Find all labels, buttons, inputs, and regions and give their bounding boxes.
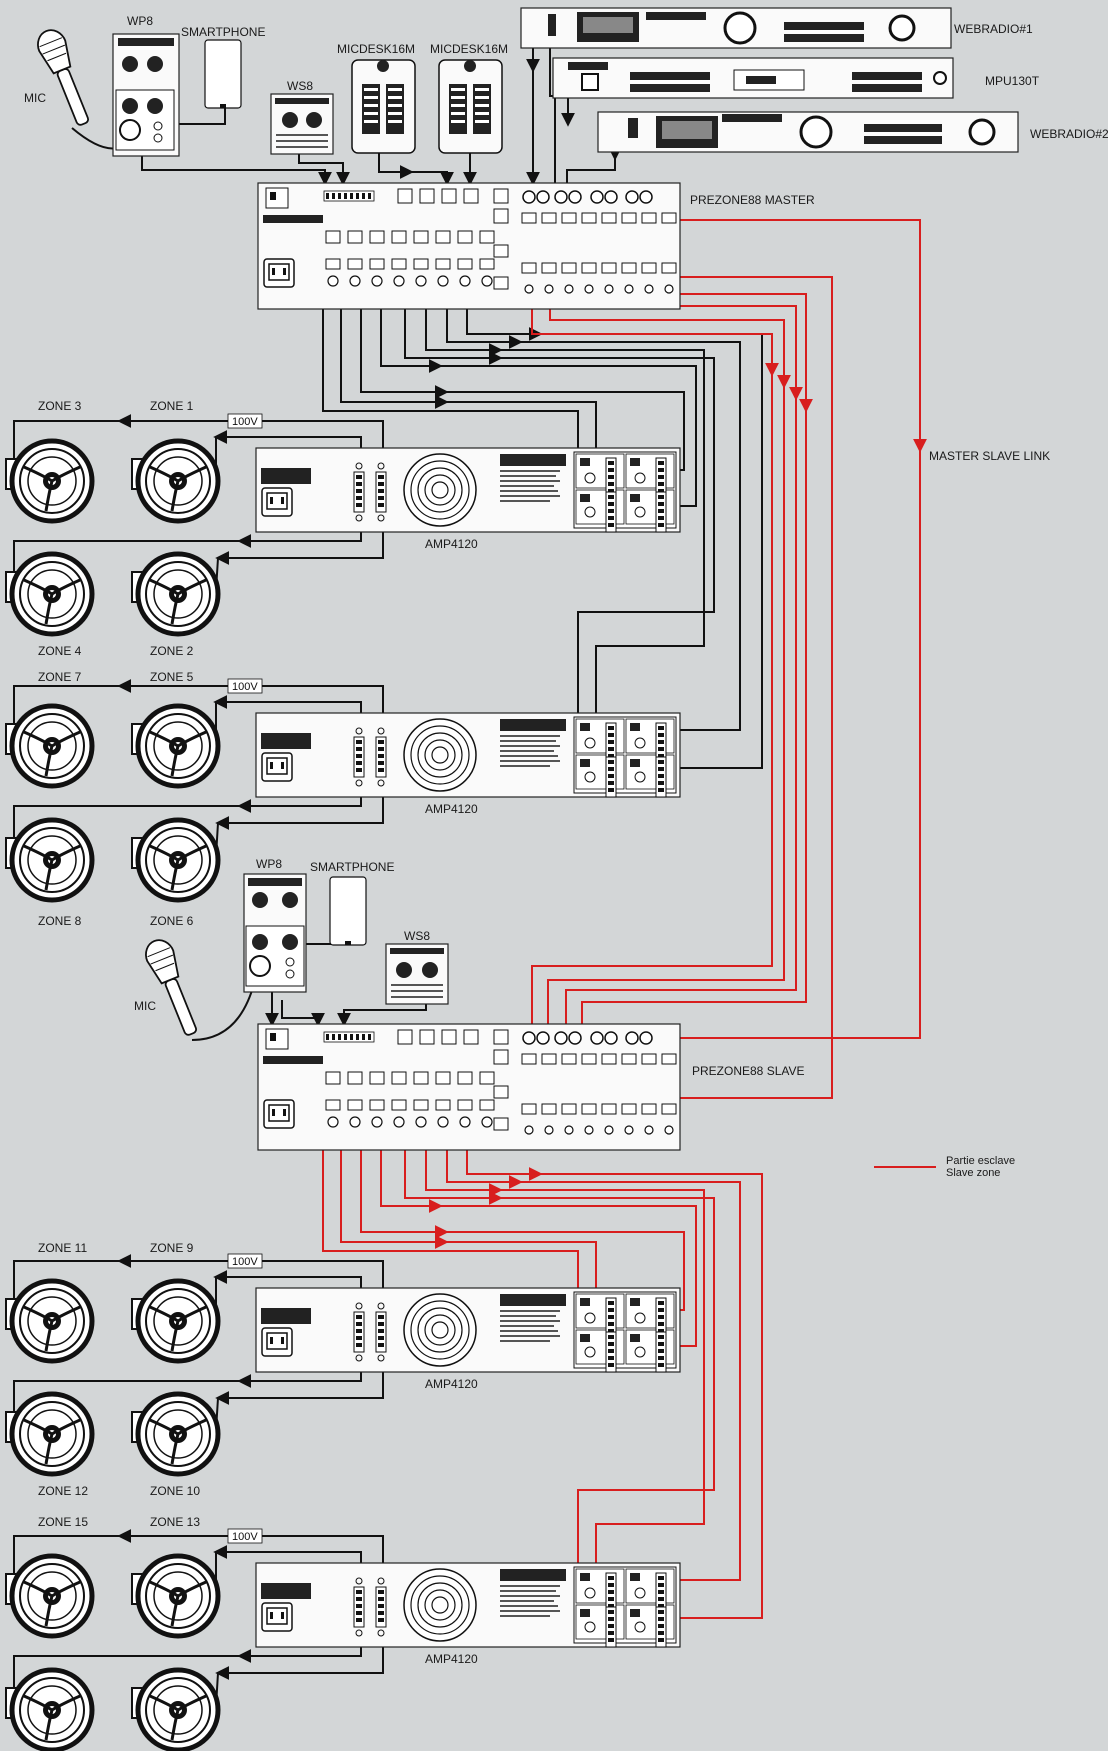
zone-label-4: ZONE 4: [38, 644, 82, 658]
amp-3: [256, 1288, 680, 1372]
ws8-panel-top: [270, 93, 334, 155]
webradio-2-rack: [597, 111, 1019, 153]
zone-speaker-4: [6, 554, 92, 634]
amp-3-label: AMP4120: [425, 1377, 478, 1391]
legend-text-en: Slave zone: [946, 1167, 1000, 1179]
zone-label-8: ZONE 8: [38, 914, 82, 928]
zone-speaker-5: [132, 706, 218, 786]
zone-speaker-12: [6, 1394, 92, 1474]
mic-top-label: MIC: [24, 91, 46, 105]
webradio1-label: WEBRADIO#1: [954, 22, 1033, 36]
prezone88-master: [258, 183, 680, 309]
slave-wiring: [322, 219, 936, 1619]
zone-label-10: ZONE 10: [150, 1484, 200, 1498]
amp-1-label: AMP4120: [425, 537, 478, 551]
svg-text:100V: 100V: [232, 416, 258, 428]
slave-label: PREZONE88 SLAVE: [692, 1064, 805, 1078]
mpu130t-rack: [552, 57, 954, 99]
wp8-panel-mid: [243, 873, 307, 993]
svg-text:100V: 100V: [232, 681, 258, 693]
amp-1: [256, 448, 680, 532]
smartphone-mid-label: SMARTPHONE: [310, 860, 394, 874]
zone-speaker-11: [6, 1281, 92, 1361]
zone-speaker-6: [132, 820, 218, 900]
ws8-mid-label: WS8: [404, 929, 430, 943]
mic-mid-label: MIC: [134, 999, 156, 1013]
zone-speaker-9: [132, 1281, 218, 1361]
zone-label-6: ZONE 6: [150, 914, 194, 928]
voltage-tag-1: 100V: [227, 413, 263, 429]
zone-speaker-7: [6, 706, 92, 786]
mpu-label: MPU130T: [985, 74, 1040, 88]
prezone88-slave: [258, 1024, 680, 1150]
microphone-icon: [140, 934, 206, 1040]
zone-label-5: ZONE 5: [150, 670, 194, 684]
webradio-1-rack: [520, 7, 952, 49]
wp8-mid-label: WP8: [256, 857, 282, 871]
zone-speaker-14: [132, 1670, 218, 1750]
microphone-icon: [32, 24, 98, 130]
zone-speaker-1: [132, 441, 218, 521]
master-slave-link-label: MASTER SLAVE LINK: [929, 449, 1050, 463]
voltage-tag-2: 100V: [227, 678, 263, 694]
zone-speaker-3: [6, 441, 92, 521]
wp8-panel-top: [112, 33, 180, 157]
zone-label-9: ZONE 9: [150, 1241, 194, 1255]
wp8-top-label: WP8: [127, 14, 153, 28]
smartphone-top: [204, 39, 242, 109]
amp-4: [256, 1563, 680, 1647]
zone-speaker-10: [132, 1394, 218, 1474]
svg-text:100V: 100V: [232, 1256, 258, 1268]
zone-label-13: ZONE 13: [150, 1515, 200, 1529]
voltage-tag-4: 100V: [227, 1528, 263, 1544]
zone-label-12: ZONE 12: [38, 1484, 88, 1498]
zone-speaker-15: [6, 1556, 92, 1636]
zone-speaker-2: [132, 554, 218, 634]
amp-2-label: AMP4120: [425, 802, 478, 816]
zone-speaker-13: [132, 1556, 218, 1636]
micdesk-1: [351, 59, 416, 154]
master-label: PREZONE88 MASTER: [690, 193, 815, 207]
ws8-panel-mid: [385, 943, 449, 1005]
voltage-tag-3: 100V: [227, 1253, 263, 1269]
amp-4-label: AMP4120: [425, 1652, 478, 1666]
micdesk-2: [438, 59, 503, 154]
zone-label-1: ZONE 1: [150, 399, 194, 413]
zone-label-2: ZONE 2: [150, 644, 194, 658]
legend-text-fr: Partie esclave: [946, 1155, 1015, 1167]
zone-label-7: ZONE 7: [38, 670, 82, 684]
amp-2: [256, 713, 680, 797]
zone-label-15: ZONE 15: [38, 1515, 88, 1529]
micdesk2-label: MICDESK16M: [430, 42, 508, 56]
ws8-top-label: WS8: [287, 79, 313, 93]
smartphone-mid: [329, 876, 367, 946]
zone-speaker-8: [6, 820, 92, 900]
svg-text:100V: 100V: [232, 1531, 258, 1543]
zone-label-11: ZONE 11: [38, 1241, 87, 1255]
zone-label-3: ZONE 3: [38, 399, 82, 413]
smartphone-top-label: SMARTPHONE: [181, 25, 265, 39]
micdesk1-label: MICDESK16M: [337, 42, 415, 56]
webradio2-label: WEBRADIO#2: [1030, 127, 1108, 141]
zone-speaker-16: [6, 1670, 92, 1750]
